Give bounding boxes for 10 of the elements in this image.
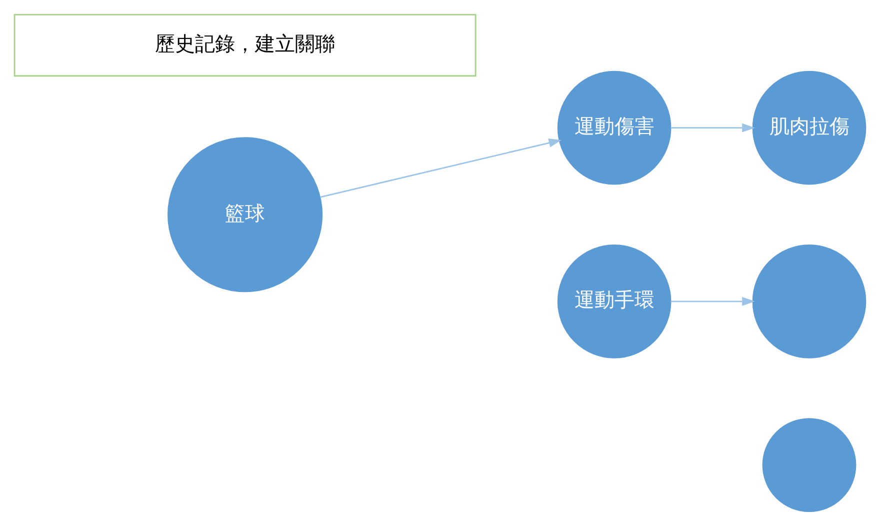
arrow [670, 296, 755, 306]
node-circle: 運動手環 [557, 244, 672, 358]
arrow [670, 123, 755, 132]
node-circle [752, 244, 866, 358]
node-box: 歷史記錄，建立關聯 [14, 14, 476, 77]
node-circle: 籃球 [168, 137, 323, 292]
node-circle: 運動傷害 [557, 70, 672, 185]
arrow [320, 138, 562, 198]
node-circle [762, 418, 856, 512]
node-circle: 肌肉拉傷 [752, 70, 866, 185]
